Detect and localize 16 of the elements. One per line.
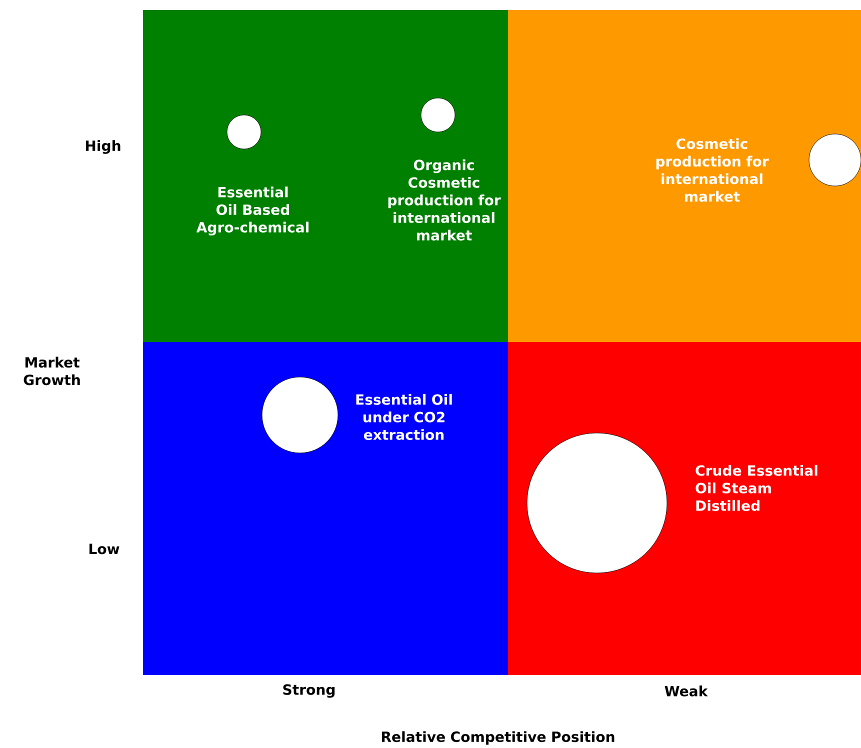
axis-label: High: [86, 140, 120, 154]
axis-label: Weak: [664, 686, 708, 696]
bubble: [226, 114, 262, 150]
quadrant-label: Organic Cosmetic production for international market: [388, 159, 501, 241]
quadrant-label: Crude Essential Oil Steam Distilled: [696, 464, 818, 511]
quadrant-label: Essential Oil Based Agro-chemical: [196, 186, 308, 236]
axis-label: Low: [90, 544, 120, 554]
bubble: [526, 432, 668, 574]
quadrant-label: Cosmetic production for international market: [656, 138, 769, 202]
axis-label: Relative Competitive Position: [382, 731, 614, 745]
bubble: [262, 376, 338, 454]
bubble: [808, 134, 861, 186]
axis-label: Strong: [283, 684, 335, 698]
axis-label: Market Growth: [24, 356, 80, 386]
quadrant-label: Essential Oil under CO2 extraction: [356, 394, 452, 440]
bubble: [420, 98, 456, 132]
